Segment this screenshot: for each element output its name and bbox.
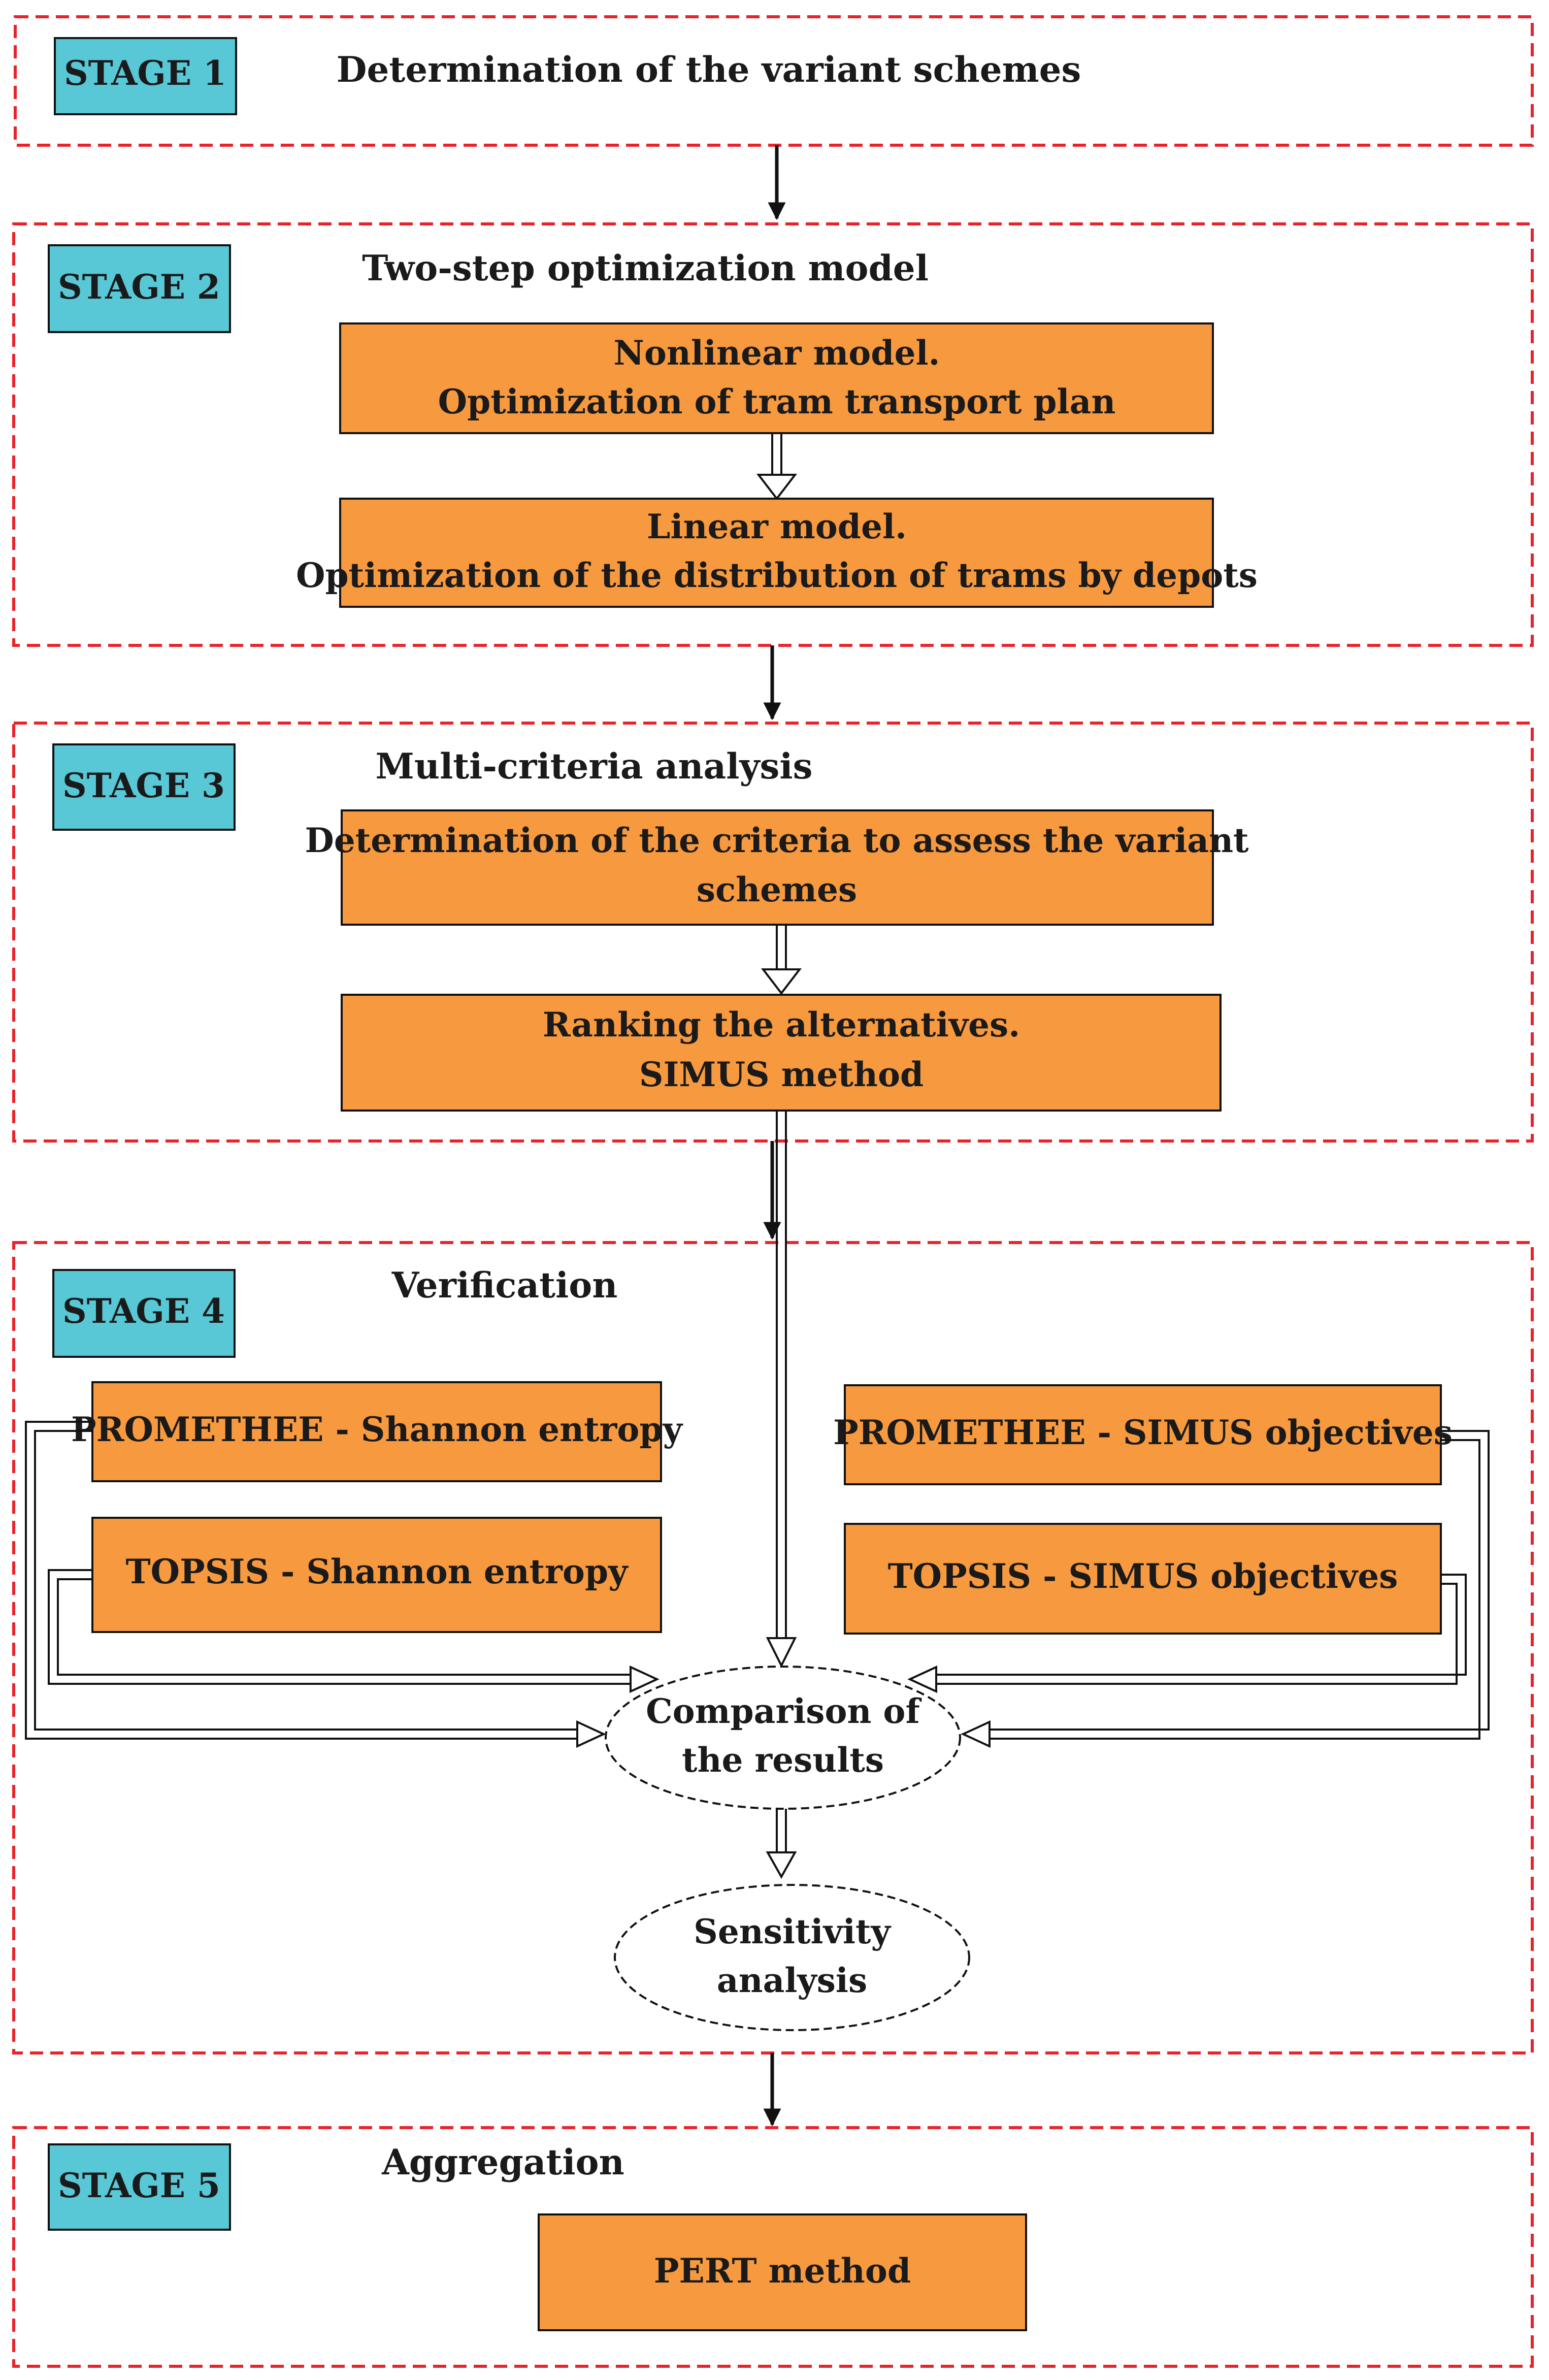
promethee-simus-box: [844, 1384, 1442, 1485]
arrow-ranking-to-comparison: [766, 1111, 797, 1668]
stage-1-badge: [54, 37, 237, 115]
topsis-simus-label: TOPSIS - SIMUS objectives: [888, 1556, 1398, 1596]
stage-3-label: STAGE 3: [62, 766, 225, 805]
connector-topsis-simus: [907, 1574, 1467, 1693]
comparison-line-2: the results: [682, 1740, 884, 1780]
topsis-shannon-label: TOPSIS - Shannon entropy: [126, 1552, 629, 1591]
stage-2-frame: [12, 222, 1534, 647]
stage-3-frame: [12, 722, 1534, 1143]
pert-method-box: [538, 2213, 1027, 2331]
stage-3-badge: [52, 743, 236, 831]
connector-topsis-shannon: [48, 1569, 660, 1693]
stage-5-title: Aggregation: [381, 2142, 624, 2183]
stage-5-frame: [12, 2126, 1534, 2368]
criteria-line-2: schemes: [697, 870, 857, 909]
ranking-line-2: SIMUS method: [639, 1055, 924, 1094]
sensitivity-line-1: Sensitivity: [694, 1912, 891, 1951]
stage-4-title: Verification: [391, 1265, 618, 1306]
stage-1-frame: [14, 15, 1534, 147]
sensitivity-line-2: analysis: [717, 1961, 867, 2000]
pert-method-label: PERT method: [654, 2251, 911, 2291]
stage-4-panel: STAGE 4 Verification PROMETHEE - Shannon…: [12, 1111, 1534, 2055]
stage-3-title: Multi-criteria analysis: [376, 746, 813, 787]
topsis-simus-box: [844, 1523, 1442, 1635]
linear-model-line-1: Linear model.: [647, 507, 907, 546]
nonlinear-model-box: [339, 322, 1214, 434]
comparison-ellipse: [605, 1666, 961, 1810]
ranking-box: [341, 994, 1222, 1112]
topsis-shannon-box: [91, 1517, 662, 1633]
stage-2-panel: STAGE 2 Two-step optimization model Nonl…: [12, 222, 1534, 647]
stage-2-label: STAGE 2: [58, 267, 220, 307]
stage-2-title: Two-step optimization model: [362, 248, 929, 289]
nonlinear-model-line-2: Optimization of tram transport plan: [438, 382, 1116, 421]
sensitivity-ellipse: [614, 1884, 970, 2031]
stage-4-label: STAGE 4: [62, 1291, 225, 1331]
linear-model-box: [339, 498, 1214, 608]
stage-4-badge: [52, 1269, 236, 1358]
comparison-line-1: Comparison of: [646, 1691, 921, 1731]
stage-5-panel: STAGE 5 Aggregation PERT method: [12, 2126, 1534, 2368]
stage-1-title: Determination of the variant schemes: [337, 49, 1081, 90]
promethee-simus-label: PROMETHEE - SIMUS objectives: [833, 1413, 1453, 1452]
stage-5-badge: [48, 2143, 231, 2231]
criteria-box: [341, 809, 1214, 926]
promethee-shannon-box: [91, 1381, 662, 1482]
connector-promethee-shannon: [25, 1421, 606, 1748]
ranking-line-1: Ranking the alternatives.: [543, 1005, 1020, 1045]
arrow-comparison-to-sensitivity: [766, 1809, 797, 1879]
stage-2-badge: [48, 244, 231, 333]
nonlinear-model-line-1: Nonlinear model.: [613, 333, 940, 373]
stage-1-label: STAGE 1: [64, 53, 226, 93]
linear-model-line-2: Optimization of the distribution of tram…: [296, 556, 1258, 595]
arrow-criteria-to-ranking: [761, 925, 802, 995]
stage-1-panel: STAGE 1 Determination of the variant sch…: [14, 15, 1534, 147]
promethee-shannon-label: PROMETHEE - Shannon entropy: [71, 1410, 683, 1449]
stage-5-label: STAGE 5: [58, 2166, 220, 2205]
stage-3-panel: STAGE 3 Multi-criteria analysis Determin…: [12, 722, 1534, 1143]
connector-promethee-simus: [961, 1430, 1490, 1748]
arrow-nonlinear-to-linear: [756, 433, 798, 501]
criteria-line-1: Determination of the criteria to assess …: [305, 821, 1249, 860]
